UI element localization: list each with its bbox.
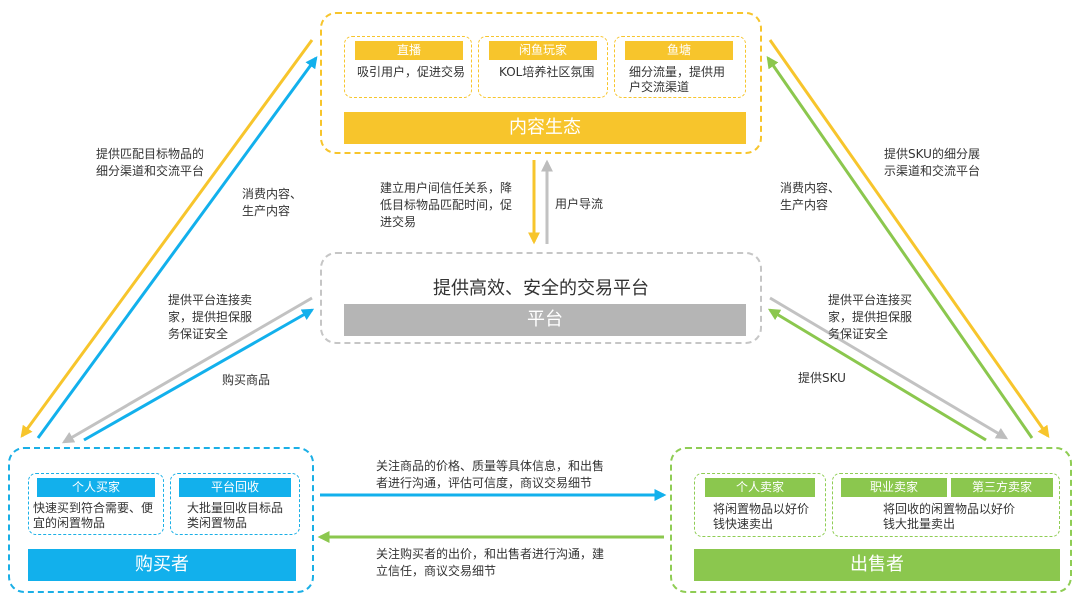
buyer-title-bar: 购买者 (28, 549, 296, 581)
label-left-platform: 提供平台连接卖 家，提供担保服 务保证安全 (168, 293, 253, 341)
label-left-outer: 提供匹配目标物品的 细分渠道和交流平台 (96, 147, 205, 178)
arrow-platform-to-buyer (61, 296, 313, 444)
seller-card-personal: 个人卖家 将闲置物品以好价钱快速卖出 (694, 473, 826, 537)
buyer-card-tag: 平台回收 (179, 478, 291, 497)
label-right-outer: 提供SKU的细分展 示渠道和交流平台 (884, 147, 981, 178)
content-card-live: 直播 吸引用户，促进交易 (344, 36, 472, 98)
label-right-platform: 提供平台连接买 家，提供担保服 务保证安全 (828, 293, 913, 341)
label-left-inner: 消费内容、 生产内容 (242, 187, 303, 218)
buyer-card-recycle: 平台回收 大批量回收目标品类闲置物品 (170, 473, 300, 535)
arrow-content-to-seller (768, 39, 1050, 438)
content-card-desc: 吸引用户，促进交易 (357, 65, 466, 79)
seller-card-tag-third-party: 第三方卖家 (951, 478, 1053, 497)
seller-card-professional: 职业卖家 第三方卖家 将回收的闲置物品以好价钱大批量卖出 (832, 473, 1060, 537)
content-card-tag: 直播 (355, 41, 463, 60)
label-center-down: 建立用户间信任关系，降 低目标物品匹配时间，促 进交易 (380, 181, 513, 229)
platform-title-bar: 平台 (344, 304, 746, 336)
seller-card-tag-professional: 职业卖家 (841, 478, 947, 497)
buyer-card-desc: 大批量回收目标品类闲置物品 (187, 501, 284, 530)
arrow-buyer-to-content (36, 56, 318, 439)
content-card-tag: 鱼塘 (625, 41, 733, 60)
label-bottom-top: 关注商品的价格、质量等具体信息，和出售 者进行沟通，评估可信度，商议交易细节 (376, 459, 605, 490)
arrow-content-to-buyer (20, 39, 314, 438)
label-bottom-bottom: 关注购买者的出价，和出售者进行沟通，建 立信任，商议交易细节 (376, 547, 605, 578)
content-card-fishpond: 鱼塘 细分流量，提供用户交流渠道 (614, 36, 746, 98)
seller-title-bar: 出售者 (694, 549, 1060, 581)
content-ecosystem-box: 直播 吸引用户，促进交易 闲鱼玩家 KOL培养社区氛围 鱼塘 细分流量，提供用户… (320, 12, 762, 154)
buyer-card-personal: 个人买家 快速买到符合需要、便宜的闲置物品 (28, 473, 164, 535)
label-right-inner: 消费内容、 生产内容 (780, 181, 841, 212)
platform-box: 提供高效、安全的交易平台 平台 (320, 252, 762, 344)
label-left-buy: 购买商品 (222, 373, 271, 387)
label-right-sku: 提供SKU (798, 371, 846, 385)
seller-card-tag: 个人卖家 (705, 478, 815, 497)
arrow-buyer-to-platform (83, 308, 315, 442)
platform-headline: 提供高效、安全的交易平台 (433, 278, 649, 299)
seller-card-desc: 将回收的闲置物品以好价钱大批量卖出 (883, 502, 1016, 531)
buyer-box: 个人买家 快速买到符合需要、便宜的闲置物品 平台回收 大批量回收目标品类闲置物品… (8, 447, 314, 593)
content-card-tag: 闲鱼玩家 (489, 41, 597, 60)
seller-box: 个人卖家 将闲置物品以好价钱快速卖出 职业卖家 第三方卖家 将回收的闲置物品以好… (670, 447, 1072, 593)
arrow-seller-to-platform (767, 308, 987, 442)
seller-card-desc: 将闲置物品以好价钱快速卖出 (713, 502, 810, 531)
content-title-bar: 内容生态 (344, 112, 746, 144)
content-card-desc: KOL培养社区氛围 (499, 65, 595, 79)
arrow-seller-to-content (766, 56, 1034, 439)
label-center-up: 用户导流 (555, 197, 604, 211)
arrow-platform-to-seller (769, 296, 1009, 440)
buyer-card-tag: 个人买家 (37, 478, 155, 497)
content-card-players: 闲鱼玩家 KOL培养社区氛围 (478, 36, 608, 98)
buyer-card-desc: 快速买到符合需要、便宜的闲置物品 (33, 501, 154, 530)
content-card-desc: 细分流量，提供用户交流渠道 (629, 65, 726, 94)
